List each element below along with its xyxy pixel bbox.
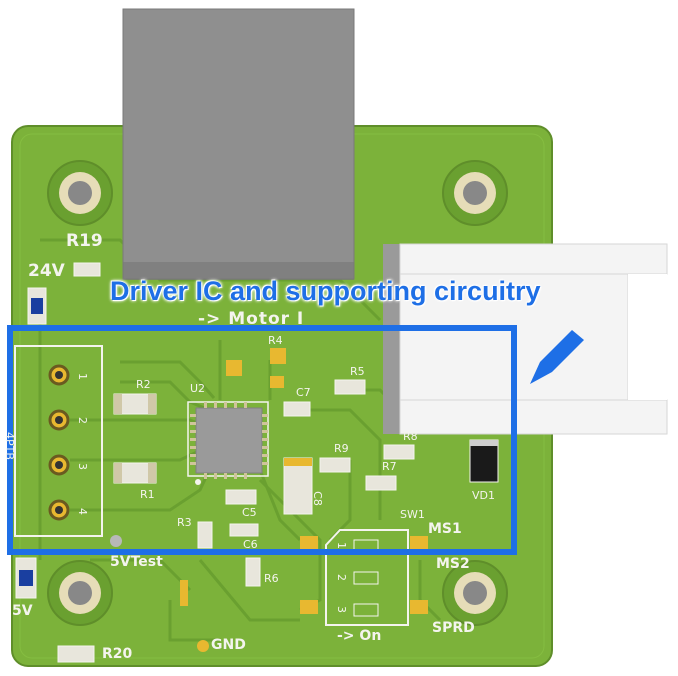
label-r8: R8 xyxy=(403,430,418,443)
driver-ic-u2 xyxy=(187,401,269,485)
label-r5: R5 xyxy=(350,365,365,378)
smd-parts xyxy=(15,262,415,663)
label-pin-4: 4 xyxy=(76,508,89,515)
label-u2: U2 xyxy=(190,382,206,395)
label-pin-2: 2 xyxy=(76,417,89,424)
test-header xyxy=(180,580,188,606)
terminal-pins xyxy=(48,364,70,521)
label-motor: -> Motor I xyxy=(198,309,305,329)
label-sw-3: 3 xyxy=(335,606,348,613)
label-sw-1: 1 xyxy=(335,542,348,549)
label-r2: R2 xyxy=(136,378,151,391)
5vtest-pad xyxy=(110,535,122,547)
mounting-holes xyxy=(47,160,508,626)
label-vd1: VD1 xyxy=(472,489,495,502)
label-c7: C7 xyxy=(296,386,311,399)
label-r4: R4 xyxy=(268,334,283,347)
label-r20: R20 xyxy=(102,646,133,662)
connector-block xyxy=(383,243,668,435)
terminal-block-outline xyxy=(14,345,103,537)
label-r3: R3 xyxy=(177,516,192,529)
label-r9: R9 xyxy=(334,442,349,455)
label-ms2: MS2 xyxy=(436,556,470,572)
label-pin-1: 1 xyxy=(76,373,89,380)
label-on: -> On xyxy=(337,628,382,644)
label-r19: R19 xyxy=(66,231,103,251)
label-r1: R1 xyxy=(140,488,155,501)
label-pin-3: 3 xyxy=(76,463,89,470)
dip-switch-sw1 xyxy=(325,529,409,626)
annotation-title: Driver IC and supporting circuitry xyxy=(110,276,541,306)
label-ms1: MS1 xyxy=(428,521,462,537)
label-5vtest: 5VTest xyxy=(110,554,163,570)
jumper-pads xyxy=(300,536,428,614)
label-r6: R6 xyxy=(264,572,279,585)
annotation-arrow xyxy=(530,330,584,384)
label-sw-2: 2 xyxy=(335,574,348,581)
label-sw1: SW1 xyxy=(400,508,425,521)
label-c8: C8 xyxy=(310,491,324,506)
label-24v: 24V xyxy=(28,261,65,281)
heatsink-block xyxy=(122,8,355,280)
label-r7: R7 xyxy=(382,460,397,473)
label-gnd: GND xyxy=(211,637,246,653)
label-4ptb: 4PTB xyxy=(3,432,16,460)
diode-vd1 xyxy=(469,439,499,483)
label-c6: C6 xyxy=(243,538,258,551)
label-sprd: SPRD xyxy=(432,620,475,636)
label-c5: C5 xyxy=(242,506,257,519)
highlight-box xyxy=(7,325,517,555)
label-5v: 5V xyxy=(12,603,33,619)
gnd-pad xyxy=(197,640,209,652)
